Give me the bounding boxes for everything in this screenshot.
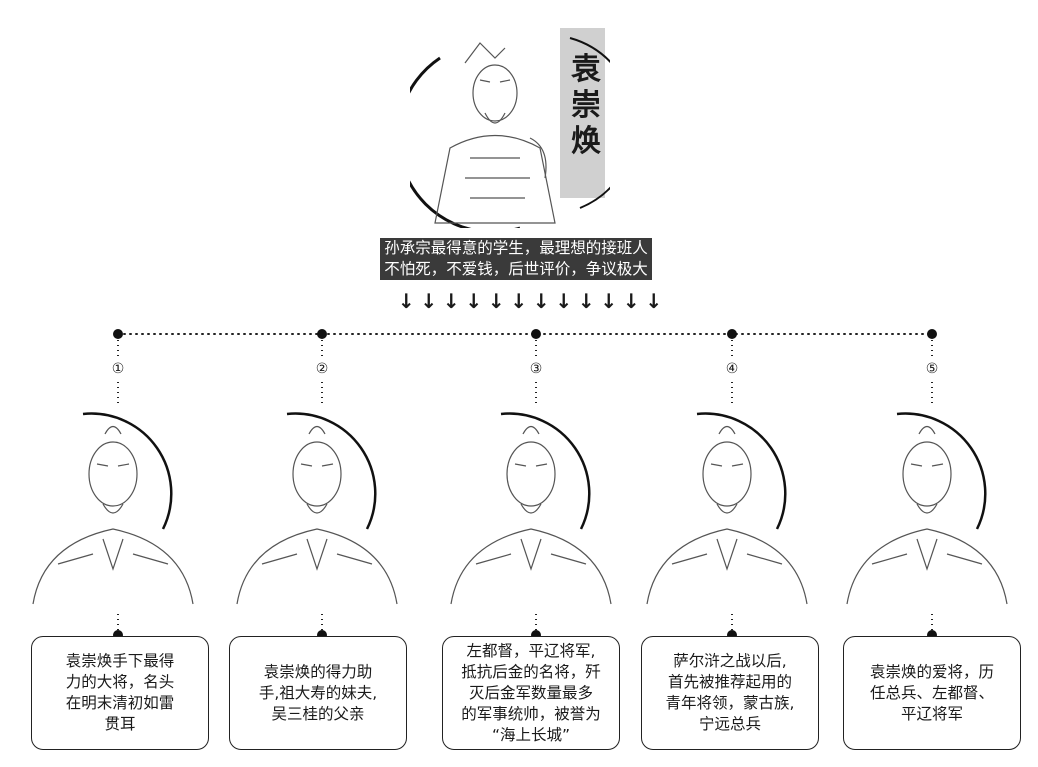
person-number: ④	[725, 361, 739, 377]
card-text: 袁崇焕手下最得 力的大将，名头 在明末清初如雷 贯耳	[65, 652, 175, 733]
down-arrow-icon: ↓	[645, 289, 663, 313]
down-arrow-icon: ↓	[555, 289, 573, 313]
general-portrait	[217, 404, 417, 619]
card-text: 左都督，平辽将军, 抵抗后金的名将，歼 灭后金军数量最多 的军事统帅，被誉为 “…	[461, 641, 601, 744]
description-banner: 孙承宗最得意的学生，最理想的接班人 不怕死，不爱钱，后世评价，争议极大	[366, 238, 666, 280]
down-arrow-icon: ↓	[532, 289, 550, 313]
person-number: ①	[111, 361, 125, 377]
down-arrow-icon: ↓	[510, 289, 528, 313]
down-arrow-icon: ↓	[600, 289, 618, 313]
card-text: 袁崇焕的得力助 手,祖大寿的妹夫, 吴三桂的父亲	[258, 662, 378, 723]
down-arrow-icon: ↓	[442, 289, 460, 313]
description-card: 萨尔浒之战以后, 首先被推荐起用的 青年将领，蒙古族, 宁远总兵	[641, 636, 819, 750]
person-number: ③	[529, 361, 543, 377]
general-portrait	[431, 404, 631, 619]
general-portrait	[827, 404, 1027, 619]
general-portrait	[13, 404, 213, 619]
description-card: 袁崇焕的爱将，历 任总兵、左都督、 平辽将军	[843, 636, 1021, 750]
connector-node	[113, 329, 123, 339]
connector-node	[531, 329, 541, 339]
connector-node	[317, 329, 327, 339]
page-title: 袁 崇 焕	[571, 52, 601, 159]
down-arrow-icon: ↓	[577, 289, 595, 313]
description-card: 袁崇焕的得力助 手,祖大寿的妹夫, 吴三桂的父亲	[229, 636, 407, 750]
down-arrow-icon: ↓	[622, 289, 640, 313]
description-card: 袁崇焕手下最得 力的大将，名头 在明末清初如雷 贯耳	[31, 636, 209, 750]
description-card: 左都督，平辽将军, 抵抗后金的名将，歼 灭后金军数量最多 的军事统帅，被誉为 “…	[442, 636, 620, 750]
description-line-1: 孙承宗最得意的学生，最理想的接班人	[380, 238, 652, 259]
connector-node	[727, 329, 737, 339]
card-text: 萨尔浒之战以后, 首先被推荐起用的 青年将领，蒙古族, 宁远总兵	[665, 652, 795, 733]
down-arrows: ↓↓↓↓↓↓↓↓↓↓↓↓	[395, 288, 665, 316]
person-number: ⑤	[925, 361, 939, 377]
down-arrow-icon: ↓	[397, 289, 415, 313]
down-arrow-icon: ↓	[420, 289, 438, 313]
down-arrow-icon: ↓	[465, 289, 483, 313]
description-line-2: 不怕死，不爱钱，后世评价，争议极大	[380, 259, 652, 280]
person-number: ②	[315, 361, 329, 377]
connector-node	[927, 329, 937, 339]
down-arrow-icon: ↓	[487, 289, 505, 313]
general-portrait	[627, 404, 827, 619]
card-text: 袁崇焕的爱将，历 任总兵、左都督、 平辽将军	[869, 662, 994, 723]
